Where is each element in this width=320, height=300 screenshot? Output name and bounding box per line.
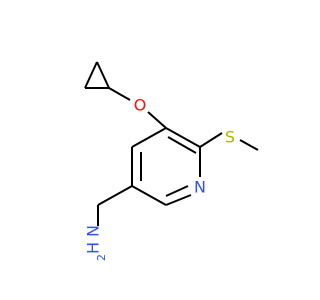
amine-h-count: 2 [95, 254, 108, 261]
ring-nitrogen-label: N [194, 178, 206, 197]
amine-n-label: N [84, 225, 103, 237]
bond-ring-n-c6 [165, 194, 192, 206]
bond-o-ring [147, 111, 167, 129]
bond-ring-c6-c5 [131, 185, 167, 206]
bond-ring-c3-c2 [165, 127, 201, 148]
bond-cyclopropyl-o [108, 87, 131, 101]
amine-h-label: H [84, 242, 103, 254]
sulfur-label: S [225, 128, 235, 147]
bond-s-methyl [239, 139, 259, 151]
bond-ring-s [199, 132, 223, 148]
molecule-canvas: O S N H 2 N [84, 61, 259, 261]
bond-ring-n-c6-inner [165, 185, 189, 197]
bond-ring-c3-c2-inner [167, 136, 197, 154]
bond-cyclopropyl-2 [96, 61, 110, 89]
amine-group-label: H 2 N [84, 225, 109, 261]
molecule-structure: O S N H 2 N [84, 61, 259, 261]
bond-ring-ch2 [97, 185, 133, 206]
oxygen-label: O [134, 96, 147, 115]
bond-cyclopropyl-1 [84, 61, 98, 89]
bond-ring-c4-c3 [131, 127, 167, 148]
